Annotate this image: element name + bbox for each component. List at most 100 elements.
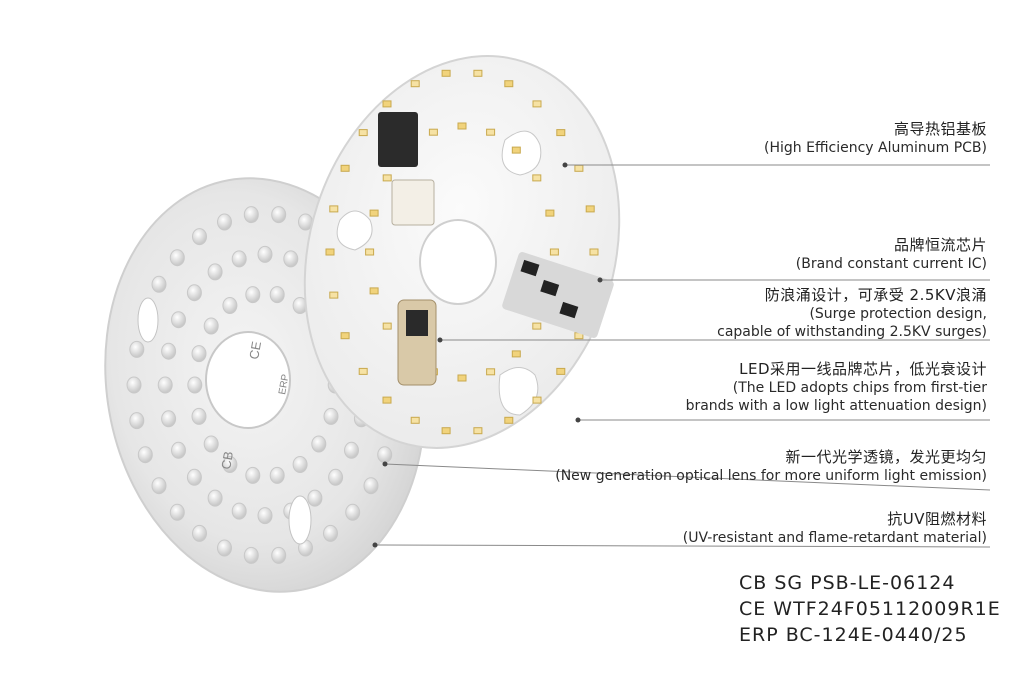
led-chip <box>511 146 521 154</box>
lens-bump <box>151 275 167 293</box>
callout-cn: 抗UV阻燃材料 <box>887 510 987 528</box>
lens-bump <box>129 412 145 430</box>
lens-bump <box>245 286 261 304</box>
led-chip <box>585 205 595 213</box>
lens-bump <box>191 407 207 425</box>
led-chip <box>549 248 559 256</box>
lens-bump <box>344 441 359 459</box>
lens-bump <box>191 345 207 363</box>
led-chip <box>473 427 483 435</box>
lens-cb-mark: CB <box>218 450 236 470</box>
lens-bump <box>129 340 145 358</box>
lens-bump <box>187 376 203 394</box>
lens-bump <box>257 245 273 263</box>
led-chip <box>358 367 368 375</box>
callout-cn: LED采用一线品牌芯片，低光衰设计 <box>739 360 987 378</box>
callout-en: (New generation optical lens for more un… <box>555 468 987 484</box>
led-chip <box>410 80 420 88</box>
led-chip <box>382 100 392 108</box>
lens-bump <box>269 466 285 484</box>
callout-cn: 高导热铝基板 <box>893 120 987 138</box>
lens-bump <box>169 249 185 267</box>
led-chip <box>532 322 542 330</box>
callout-cn: 防浪涌设计，可承受 2.5KV浪涌 <box>764 286 987 304</box>
led-chip <box>325 248 335 256</box>
lens-ce-mark: CE <box>246 340 264 361</box>
led-chip <box>369 287 379 295</box>
lens-bump <box>207 489 223 507</box>
lens-bump <box>186 284 202 302</box>
lens-bump <box>186 468 202 486</box>
led-chip <box>545 209 555 217</box>
callout-en: (Brand constant current IC) <box>795 256 987 272</box>
lens-bump <box>207 263 223 281</box>
callout-led-chips: LED采用一线品牌芯片，低光衰设计 (The LED adopts chips … <box>686 360 987 415</box>
led-chip <box>589 248 599 256</box>
led-chip <box>556 367 566 375</box>
callout-uv-material: 抗UV阻燃材料 (UV-resistant and flame-retardan… <box>683 510 987 547</box>
lens-bump <box>328 468 344 486</box>
callout-optical-lens: 新一代光学透镜，发光更均匀 (New generation optical le… <box>555 448 987 485</box>
led-chip <box>382 174 392 182</box>
cert-erp: ERP BC-124E-0440/25 <box>739 624 968 646</box>
callout-cn: 品牌恒流芯片 <box>893 236 987 254</box>
led-chip <box>382 396 392 404</box>
led-chip <box>511 350 521 358</box>
lens-bump <box>171 311 186 329</box>
lens-bump <box>171 441 186 459</box>
lens-bump <box>157 376 173 394</box>
lens-bump <box>283 250 299 268</box>
lens-bump <box>161 410 177 428</box>
led-chip <box>532 174 542 182</box>
lens-bump <box>217 213 232 231</box>
led-chip <box>504 416 514 424</box>
lens-bump <box>269 286 285 304</box>
callout-en: (UV-resistant and flame-retardant materi… <box>682 530 987 546</box>
callout-en: (The LED adopts chips from first-tier <box>732 380 987 396</box>
lens-bump <box>169 503 185 521</box>
callout-en: brands with a low light attenuation desi… <box>685 398 987 414</box>
led-chip <box>473 69 483 77</box>
lens-bump <box>292 456 308 473</box>
lens-bump <box>271 546 287 564</box>
led-chip <box>340 164 350 172</box>
callout-constant-current-ic: 品牌恒流芯片 (Brand constant current IC) <box>796 236 987 273</box>
lens-bump <box>307 489 323 507</box>
lens-bump <box>203 317 219 335</box>
callout-en: (Surge protection design, <box>809 306 987 322</box>
callout-lines <box>374 164 991 548</box>
callout-aluminum-pcb: 高导热铝基板 (High Efficiency Aluminum PCB) <box>764 120 987 157</box>
lens-bump <box>323 407 339 425</box>
led-chip <box>329 291 339 299</box>
lens-bump <box>311 435 327 453</box>
led-chip <box>441 427 451 435</box>
led-chip <box>358 129 368 137</box>
led-chip <box>532 396 542 404</box>
lens-bump <box>151 477 167 495</box>
lens-bump <box>126 376 142 394</box>
callout-cn: 新一代光学透镜，发光更均匀 <box>785 448 987 466</box>
led-chip <box>504 80 514 88</box>
lens-bump <box>271 206 287 224</box>
led-chip <box>486 368 496 376</box>
cert-cb: CB SG PSB-LE-06124 <box>739 572 956 594</box>
lens-bump <box>137 446 153 464</box>
lens-bump <box>363 477 379 495</box>
lens-bump <box>257 507 273 525</box>
cert-ce: CE WTF24F05112009R1E <box>739 598 1001 620</box>
led-chip <box>365 248 375 256</box>
lens-bump <box>243 206 259 224</box>
lens-bump <box>245 466 261 484</box>
callout-en: (High Efficiency Aluminum PCB) <box>764 140 987 156</box>
lens-bump <box>161 342 177 360</box>
led-chip <box>486 128 496 136</box>
lens-bump <box>323 524 338 542</box>
led-chip <box>532 100 542 108</box>
lens-bump <box>231 250 247 268</box>
led-chip <box>457 122 467 130</box>
lens-bump <box>192 524 207 542</box>
callout-surge-protection: 防浪涌设计，可承受 2.5KV浪涌 (Surge protection desi… <box>717 286 987 341</box>
led-chip <box>329 205 339 213</box>
lens-bump <box>345 503 361 521</box>
